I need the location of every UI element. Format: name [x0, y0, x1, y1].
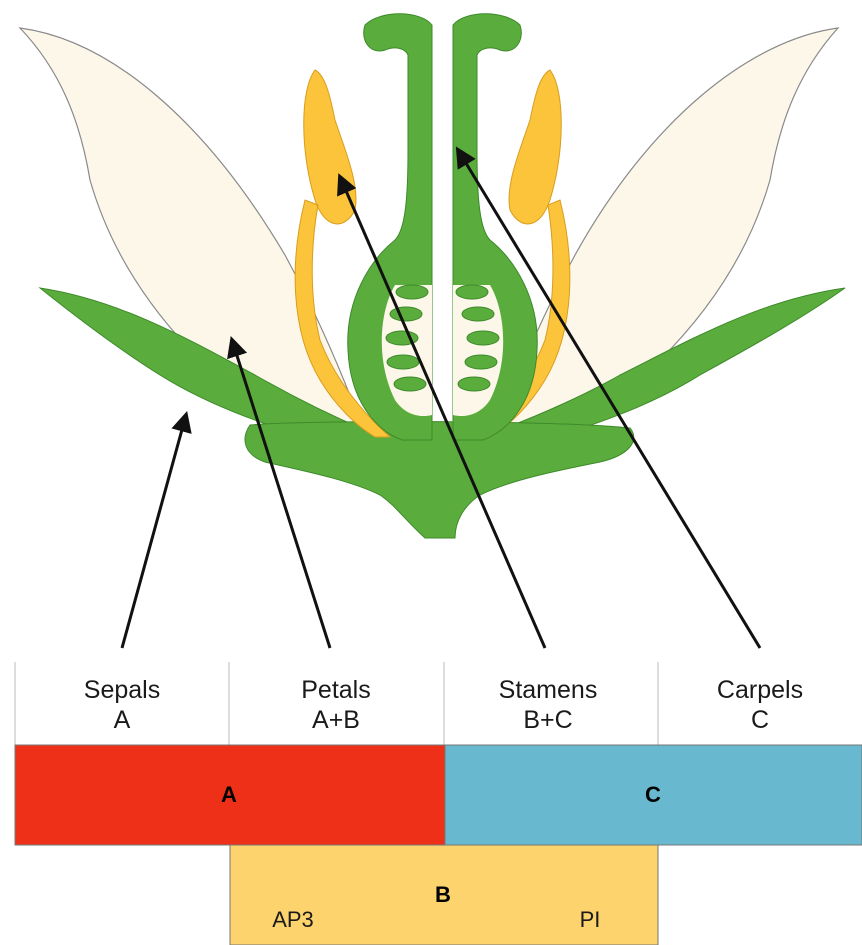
- ovule: [394, 377, 426, 391]
- organ-name-petals: Petals: [301, 676, 370, 704]
- organ-genes-petals: A+B: [312, 706, 360, 734]
- band-c-label: C: [645, 782, 661, 807]
- organ-genes-carpels: C: [751, 706, 769, 734]
- organ-genes-sepals: A: [114, 706, 131, 734]
- organ-name-stamens: Stamens: [499, 676, 598, 704]
- receptacle: [245, 422, 634, 538]
- ovule: [387, 355, 419, 369]
- organ-genes-stamens: B+C: [523, 706, 572, 734]
- ovule: [456, 285, 488, 299]
- organ-name-carpels: Carpels: [717, 676, 803, 704]
- ovule: [396, 285, 428, 299]
- arrow-sepals: [122, 415, 186, 648]
- ovule: [458, 377, 490, 391]
- ovary-cavity: [382, 285, 503, 416]
- band-a-label: A: [221, 782, 237, 807]
- gene-ap3: AP3: [272, 907, 314, 932]
- band-b-label: B: [435, 882, 451, 907]
- ovule: [467, 331, 499, 345]
- gene-pi: PI: [580, 907, 601, 932]
- ovule: [462, 307, 494, 321]
- ovule: [465, 355, 497, 369]
- ovule: [390, 307, 422, 321]
- organ-name-sepals: Sepals: [84, 676, 160, 704]
